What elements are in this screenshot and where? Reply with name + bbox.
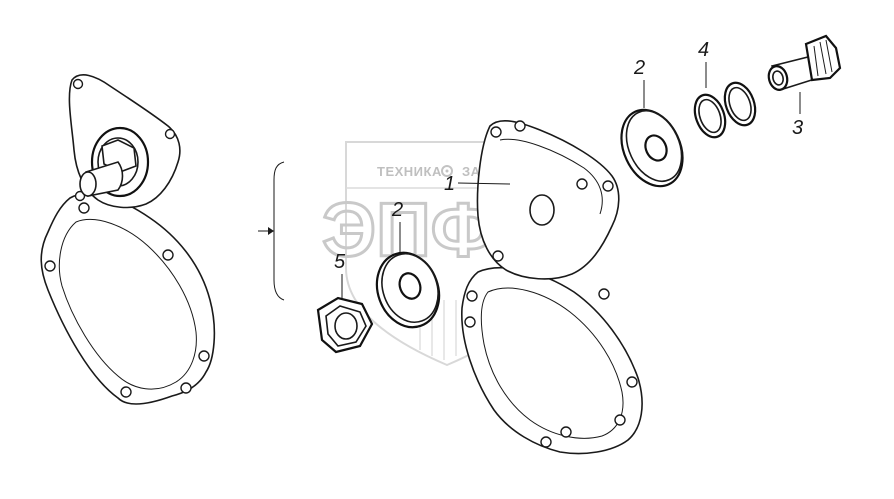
left-gasket-hole — [198, 350, 210, 362]
right-plate-port — [529, 194, 555, 226]
callouts: 1 2 2 3 4 5 — [334, 39, 803, 298]
gear-icon — [441, 165, 453, 177]
callout-label-3: 3 — [792, 117, 803, 139]
left-flange-hole — [164, 128, 176, 140]
part-2-washer-front — [375, 251, 441, 329]
right-gasket-hole — [626, 376, 638, 388]
left-gasket-hole — [120, 386, 132, 398]
callout-label-1: 1 — [444, 173, 455, 195]
watermark-text-left: ТЕХНИКА — [377, 164, 442, 179]
right-gasket — [461, 266, 643, 455]
left-flange-hole — [72, 78, 84, 90]
right-flange-hole — [602, 180, 614, 192]
part-2-washer-rear — [620, 108, 684, 188]
callout-label-5: 5 — [334, 251, 346, 273]
right-gasket-hole — [464, 316, 476, 328]
left-gasket-hole — [78, 202, 90, 214]
leader-line-1 — [457, 182, 511, 185]
left-gasket-hole — [180, 382, 192, 394]
callout-label-4: 4 — [698, 39, 709, 61]
right-flange-hole — [576, 178, 588, 190]
right-gasket-hole — [598, 288, 610, 300]
right-gasket-inner — [480, 287, 624, 439]
left-gasket — [40, 192, 216, 405]
callout-label-2-front: 2 — [391, 199, 403, 221]
right-gasket-hole — [540, 436, 552, 448]
left-gasket-hole — [162, 249, 174, 261]
arrow-icon — [268, 227, 274, 235]
right-gasket-hole — [614, 414, 626, 426]
part-5-hex-nut — [316, 296, 374, 354]
left-flange-hole — [74, 190, 86, 202]
part-4-sealing-rings — [693, 81, 757, 139]
left-assembly — [40, 74, 216, 405]
right-flange-hole — [492, 250, 504, 262]
left-gasket-hole — [44, 260, 56, 272]
right-flange-hole — [490, 126, 502, 138]
right-flange-hole — [514, 120, 526, 132]
part-3-union-bolt — [767, 34, 842, 91]
part-1-right-assembly — [461, 119, 643, 455]
assembly-bracket — [258, 161, 285, 301]
right-gasket-hole — [466, 290, 478, 302]
left-gasket-inner — [58, 219, 197, 390]
left-pipe-opening — [79, 171, 97, 197]
right-gasket-hole — [560, 426, 572, 438]
callout-label-2-rear: 2 — [633, 57, 645, 79]
